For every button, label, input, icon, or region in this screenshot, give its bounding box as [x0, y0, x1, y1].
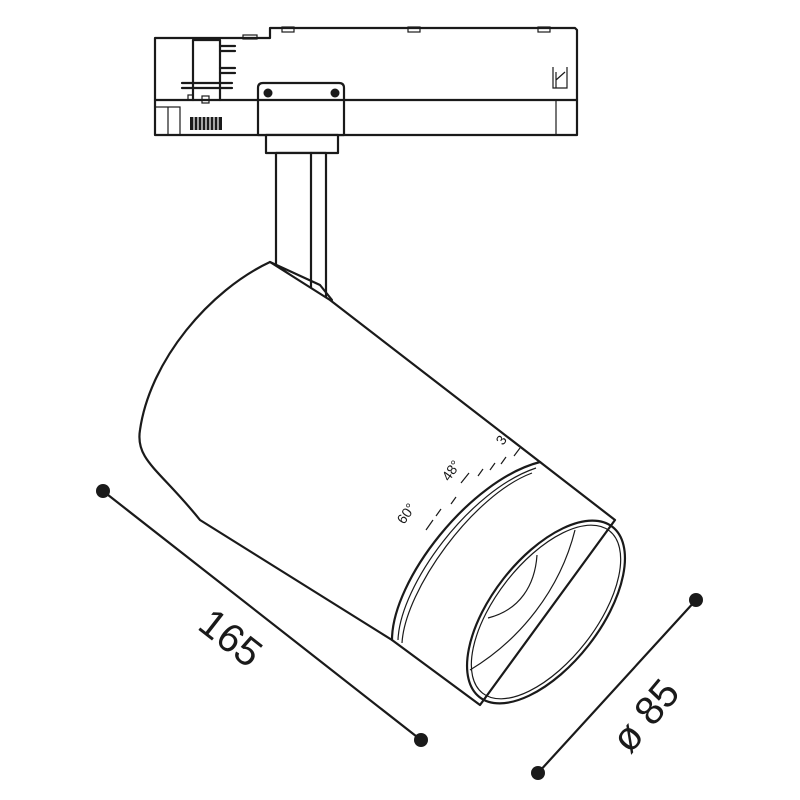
- dimension-diameter: ø 85: [531, 593, 703, 780]
- screw-icon: [263, 88, 273, 98]
- dimension-endpoint-icon: [96, 484, 110, 498]
- dimension-endpoint-icon: [414, 733, 428, 747]
- dimension-endpoint-icon: [531, 766, 545, 780]
- screw-icon: [330, 88, 340, 98]
- front-bezel: [390, 460, 627, 707]
- track-adapter: [153, 26, 579, 155]
- diameter-label: ø 85: [603, 671, 688, 761]
- dimension-endpoint-icon: [689, 593, 703, 607]
- grip-ridges: [190, 117, 222, 130]
- lock-symbol-icon: [552, 67, 568, 89]
